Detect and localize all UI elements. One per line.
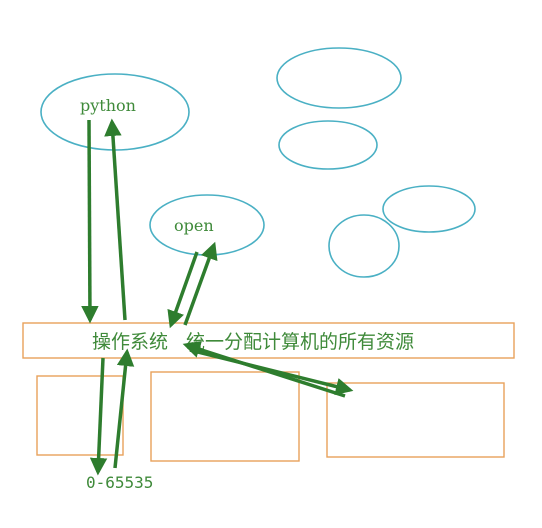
resource-box-middle: [150, 371, 300, 462]
arrow-open-to-os: [167, 251, 199, 329]
process-ellipse-middle-right: [278, 120, 378, 170]
arrow-os-to-right-box: [189, 348, 354, 396]
arrow-os-to-python: [104, 118, 127, 321]
python-process-label: python: [80, 96, 136, 115]
resource-box-left: [36, 375, 124, 456]
os-bar-description: 统一分配计算机的所有资源: [186, 331, 414, 353]
os-bar-box: [22, 322, 515, 359]
arrow-os-to-open: [183, 241, 218, 326]
arrow-right-box-to-os: [182, 340, 346, 398]
arrow-python-to-os: [81, 119, 99, 324]
os-bar-main-label: 操作系统: [92, 331, 168, 353]
process-ellipse-top-right: [276, 47, 402, 109]
process-ellipse-right-round: [328, 214, 400, 278]
port-range-label: 0-65535: [86, 473, 153, 492]
resource-box-right: [326, 382, 505, 458]
arrow-os-to-port: [89, 357, 108, 476]
open-process-label: open: [174, 216, 214, 235]
process-ellipse-right-horizontal: [382, 185, 476, 233]
arrow-port-to-os: [113, 348, 135, 469]
